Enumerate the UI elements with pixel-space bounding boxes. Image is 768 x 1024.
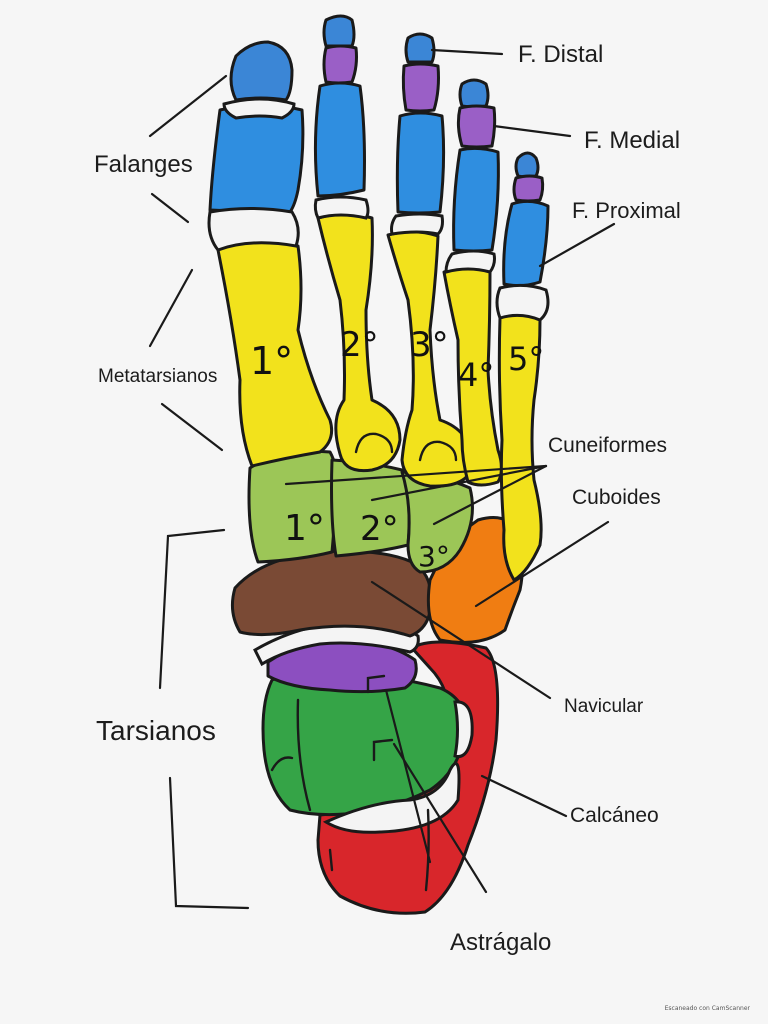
label-metatarsianos: Metatarsianos: [98, 366, 217, 387]
label-navicular: Navicular: [564, 696, 644, 717]
label-astragalo: Astrágalo: [450, 929, 551, 956]
falanges-bracket-bottom: [150, 192, 190, 224]
medial-phalanx-4-bone: [456, 104, 497, 149]
proximal-leader: [538, 222, 616, 268]
joint-toe-1-ip: [222, 97, 296, 120]
label-f-medial: F. Medial: [584, 127, 680, 154]
cuneiform-leader-1: [284, 464, 548, 486]
metatarsal-4-number: 4°: [458, 356, 494, 394]
metatarsal-5-bone: [497, 313, 543, 582]
joint-toe-3-mtp: [390, 212, 444, 236]
cuneiform-leader-2: [370, 464, 548, 502]
tarsianos-bracket-top: [158, 528, 226, 690]
metatarsal-2-head-detail: [354, 432, 394, 454]
talus-right-gap: [453, 700, 474, 759]
cuneiform-2-number: 2°: [360, 509, 399, 549]
label-tarsianos: Tarsianos: [96, 715, 216, 746]
metatarsal-3-number: 3°: [410, 325, 449, 365]
metatarsal-2-bone: [316, 212, 402, 473]
navicular-bone: [230, 549, 433, 638]
distal-leader: [430, 48, 504, 56]
metatarsal-5-number: 5°: [508, 340, 544, 378]
talus-marker-2: [372, 738, 394, 762]
joint-toe-5-mtp: [495, 283, 550, 322]
medial-phalanx-5-bone: [512, 174, 545, 203]
calcaneus-detail-stroke-2: [424, 808, 430, 892]
talus-detail-stroke: [270, 756, 294, 772]
tarsianos-bracket-bottom: [168, 776, 250, 910]
joint-toe-4-mtp: [444, 249, 496, 274]
distal-phalanx-5-bone: [514, 151, 540, 179]
label-cuneiformes: Cuneiformes: [548, 434, 667, 457]
metatarsal-1-number: 1°: [250, 339, 293, 383]
talus-detail-stroke-2: [296, 698, 312, 812]
metatarsal-4-bone: [442, 266, 503, 487]
metatarsianos-bracket-bottom: [160, 402, 224, 452]
distal-phalanx-3-bone: [404, 32, 436, 64]
medial-leader: [492, 124, 572, 138]
navicular-leader: [370, 580, 552, 700]
metatarsal-3-head-detail: [418, 440, 458, 462]
calcaneus-detail-stroke: [328, 848, 334, 872]
calcaneo-leader: [480, 774, 568, 818]
label-cuboides: Cuboides: [572, 486, 661, 509]
astragalo-leader-2: [392, 742, 488, 894]
joint-toe-2-mtp: [313, 195, 370, 220]
label-f-proximal: F. Proximal: [572, 198, 681, 223]
label-calcaneo: Calcáneo: [570, 804, 659, 827]
talus-marker: [366, 674, 386, 694]
metatarsianos-bracket-top: [148, 268, 194, 348]
joint-toe-1-mtp: [207, 207, 300, 252]
scanner-credit: Escaneado con CamScanner: [664, 1005, 750, 1012]
metatarsal-3-bone: [386, 230, 476, 488]
talus-joint-gap: [322, 762, 461, 834]
distal-phalanx-1-bone: [229, 40, 294, 102]
proximal-phalanx-1-bone: [208, 103, 305, 214]
falanges-bracket-top: [148, 74, 228, 138]
label-f-distal: F. Distal: [518, 41, 603, 68]
medial-phalanx-2-bone: [322, 44, 358, 85]
proximal-phalanx-4-bone: [452, 146, 500, 253]
label-falanges: Falanges: [94, 151, 193, 178]
metatarsal-1-bone: [216, 240, 334, 468]
cuneiform-3-number: 3°: [418, 540, 450, 573]
distal-phalanx-4-bone: [458, 78, 490, 109]
proximal-phalanx-5-bone: [502, 199, 550, 288]
proximal-phalanx-3-bone: [395, 111, 446, 215]
distal-phalanx-2-bone: [322, 14, 356, 48]
proximal-phalanx-2-bone: [313, 81, 366, 198]
metatarsal-2-number: 2°: [340, 325, 379, 365]
cuneiform-1-number: 1°: [284, 508, 325, 549]
cuneiform-leader-3: [432, 464, 548, 526]
astragalo-leader-1: [384, 688, 432, 864]
medial-phalanx-3-bone: [401, 62, 440, 113]
cuboid-leader: [474, 520, 610, 608]
